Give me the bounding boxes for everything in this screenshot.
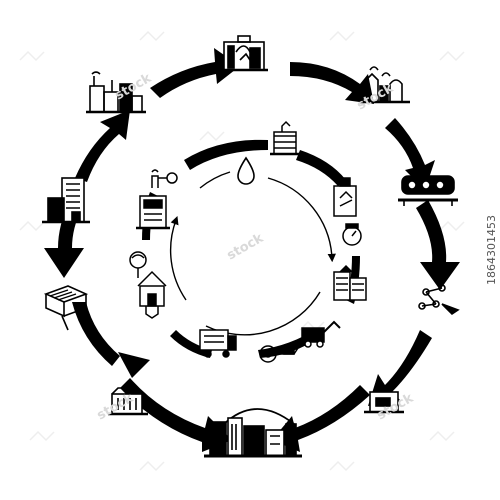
gear-roller-icon bbox=[259, 345, 299, 363]
conveyor-processing-icon bbox=[398, 175, 458, 206]
factory-building-icon bbox=[222, 35, 268, 72]
industrial-city-icon bbox=[86, 71, 146, 114]
inner-thin-arc-left bbox=[169, 216, 187, 301]
refinery-plant-icon bbox=[360, 66, 410, 104]
outer-cycle-arrows bbox=[44, 48, 460, 452]
excavator-icon bbox=[301, 320, 341, 348]
outer-arrow-top-left bbox=[150, 48, 240, 98]
storage-boxes-icon bbox=[333, 264, 367, 301]
watermark-logo-1: stock bbox=[113, 71, 155, 104]
industrial-complex-icon bbox=[204, 408, 302, 458]
cargo-truck-icon bbox=[199, 329, 237, 358]
watermark-pattern bbox=[19, 30, 465, 472]
outer-arrow-right-upper bbox=[385, 118, 435, 190]
inner-thin-arc-top bbox=[199, 171, 231, 189]
house-building-icon bbox=[137, 270, 167, 319]
watermark-logo-3: stock bbox=[225, 231, 267, 264]
inner-thin-arc-right bbox=[267, 177, 336, 263]
gauge-dial-icon bbox=[342, 223, 362, 246]
outer-arrow-bottom-left bbox=[120, 378, 232, 452]
small-warehouse-icon bbox=[108, 387, 148, 416]
outer-cycle-icons bbox=[42, 35, 460, 458]
water-drop-icon bbox=[237, 156, 255, 185]
outer-arrow-left-lower bbox=[118, 352, 150, 378]
outer-arrow-top-right bbox=[290, 62, 374, 104]
furnace-machine-icon bbox=[364, 380, 404, 414]
tank-plant-icon bbox=[270, 120, 300, 156]
watermark-logos: stock stock stock stock stock bbox=[95, 71, 417, 424]
outer-arrow-right bbox=[416, 200, 460, 290]
outer-arrow-left-arc bbox=[72, 302, 120, 366]
outer-arrow-left-upper bbox=[75, 110, 130, 182]
inner-arrow-bottom-left bbox=[170, 330, 212, 358]
recycling-container-icon bbox=[333, 177, 357, 217]
open-crate-icon bbox=[43, 285, 89, 331]
inner-cycle bbox=[129, 120, 367, 363]
tree-icon bbox=[129, 251, 147, 278]
stock-id-label: 1864301453 bbox=[485, 215, 498, 285]
inner-arrow-top bbox=[184, 139, 268, 170]
pipe-factory-icon bbox=[151, 169, 178, 188]
machine-panel-icon bbox=[136, 195, 170, 230]
inner-arrow-top-right bbox=[296, 150, 346, 186]
office-building-icon bbox=[42, 177, 90, 224]
outer-arrow-right-lower bbox=[368, 330, 432, 406]
chemical-molecule-icon bbox=[418, 284, 460, 316]
